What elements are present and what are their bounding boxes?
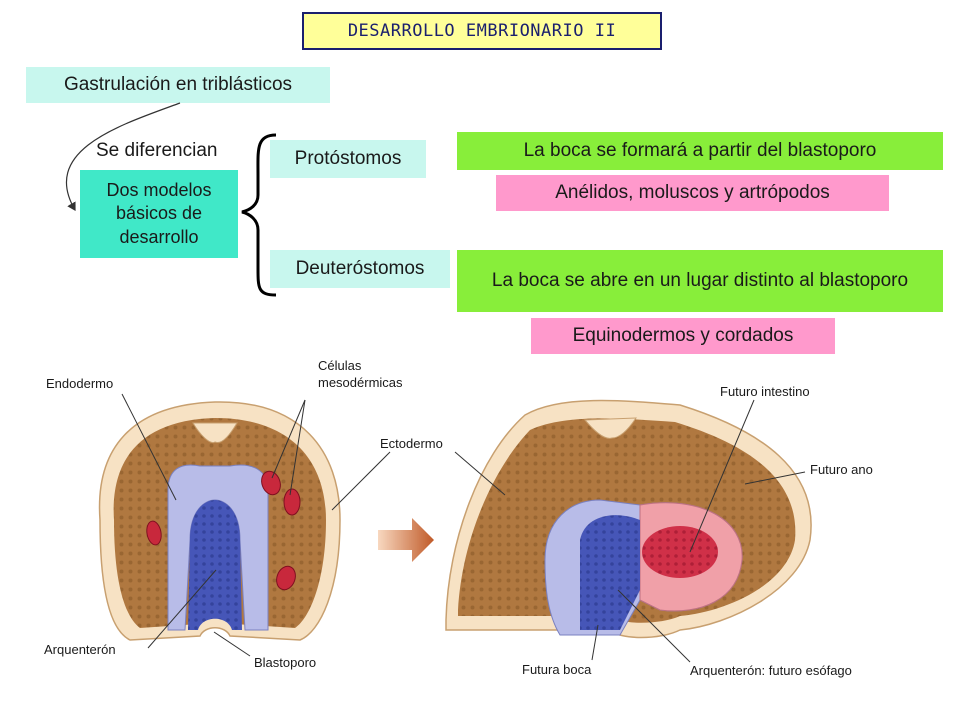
future-intestine-cavity bbox=[642, 526, 718, 578]
deuterostome-embryo bbox=[445, 399, 812, 639]
protostome-mouth-box: La boca se formará a partir del blastopo… bbox=[457, 132, 943, 170]
leader-lines bbox=[121, 393, 806, 663]
mesoderm-cell bbox=[283, 488, 301, 516]
transition-arrow bbox=[378, 518, 434, 562]
label-archenteron-esophagus: Arquenterón: futuro esófago bbox=[690, 663, 852, 678]
archenteron-cavity bbox=[188, 500, 242, 630]
gastrulation-heading: Gastrulación en triblásticos bbox=[26, 67, 330, 103]
label-blastopore: Blastoporo bbox=[254, 655, 317, 670]
protostomes-box: Protóstomos bbox=[270, 140, 426, 178]
mesoderm-cell bbox=[276, 565, 296, 591]
curved-arrow bbox=[66, 102, 181, 212]
label-future-intestine: Futuro intestino bbox=[720, 384, 810, 399]
differentiate-label: Se diferencian bbox=[96, 140, 218, 161]
deuterostome-mouth-box: La boca se abre en un lugar distinto al … bbox=[457, 250, 943, 312]
esophagus-cavity bbox=[580, 515, 640, 630]
gastrula-embryo bbox=[98, 401, 341, 641]
deuterostome-examples-box: Equinodermos y cordados bbox=[531, 318, 835, 354]
mesoderm-cell bbox=[261, 470, 281, 496]
label-archenteron: Arquenterón bbox=[44, 642, 116, 657]
page-title: DESARROLLO EMBRIONARIO II bbox=[302, 12, 662, 50]
label-ectoderm: Ectodermo bbox=[380, 436, 443, 451]
label-mesoderm-cells: Células mesodérmicas bbox=[318, 358, 403, 390]
archenteron-pit bbox=[192, 422, 238, 444]
mouth-pit bbox=[583, 417, 637, 439]
deuterostomes-box: Deuteróstomos bbox=[270, 250, 450, 288]
development-models-box: Dos modelos básicos de desarrollo bbox=[80, 170, 238, 258]
label-future-anus: Futuro ano bbox=[810, 462, 873, 477]
protostome-examples-box: Anélidos, moluscos y artrópodos bbox=[496, 175, 889, 211]
label-future-mouth: Futura boca bbox=[522, 662, 592, 677]
label-endoderm: Endodermo bbox=[46, 376, 114, 391]
mesoderm-cell bbox=[146, 520, 162, 546]
brace bbox=[241, 133, 277, 297]
